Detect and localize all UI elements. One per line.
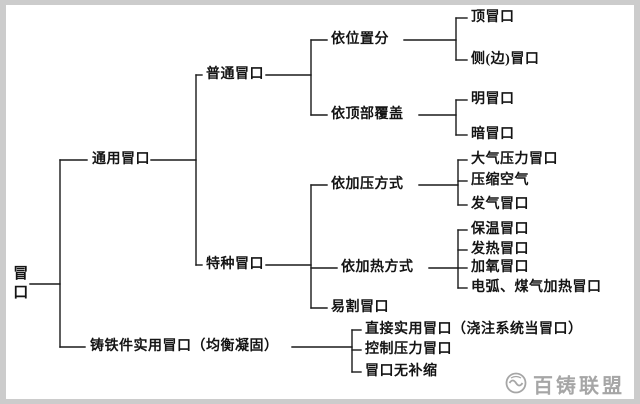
node-no-feeding-riser: 冒口无补缩 [365,363,438,379]
node-cast-iron-practical-riser: 铸铁件实用冒口（均衡凝固） [90,338,279,354]
node-by-pressurizing: 依加压方式 [331,176,404,192]
node-root-riser: 冒口 [11,265,28,303]
node-oxygen-riser: 加氧冒口 [471,259,529,275]
node-special-riser: 特种冒口 [206,256,264,272]
node-general-riser: 通用冒口 [92,151,150,167]
node-atmospheric-pressure-riser: 大气压力冒口 [471,151,558,167]
diagram-background [6,5,634,399]
connector-lines [29,17,468,373]
node-ordinary-riser: 普通冒口 [206,66,264,82]
node-by-heating: 依加热方式 [341,259,414,275]
node-arc-gas-heated-riser: 电弧、煤气加热冒口 [471,279,602,295]
node-by-top-cover: 依顶部覆盖 [331,106,404,122]
node-top-riser: 顶冒口 [471,9,515,25]
node-side-riser: 侧(边)冒口 [471,51,540,67]
node-compressed-air: 压缩空气 [471,172,529,188]
node-exothermic-riser: 发热冒口 [471,241,529,257]
node-easy-cut-riser: 易割冒口 [331,299,389,315]
watermark-text: 百铸联盟 [533,375,625,398]
node-insulated-riser: 保温冒口 [471,221,529,237]
node-open-riser: 明冒口 [471,91,515,107]
node-gas-generating-riser: 发气冒口 [471,196,529,212]
node-by-position: 依位置分 [331,31,389,47]
node-direct-practical-riser: 直接实用冒口（浇注系统当冒口） [365,321,583,337]
node-blind-riser: 暗冒口 [471,126,515,142]
node-pressure-control-riser: 控制压力冒口 [365,341,452,357]
